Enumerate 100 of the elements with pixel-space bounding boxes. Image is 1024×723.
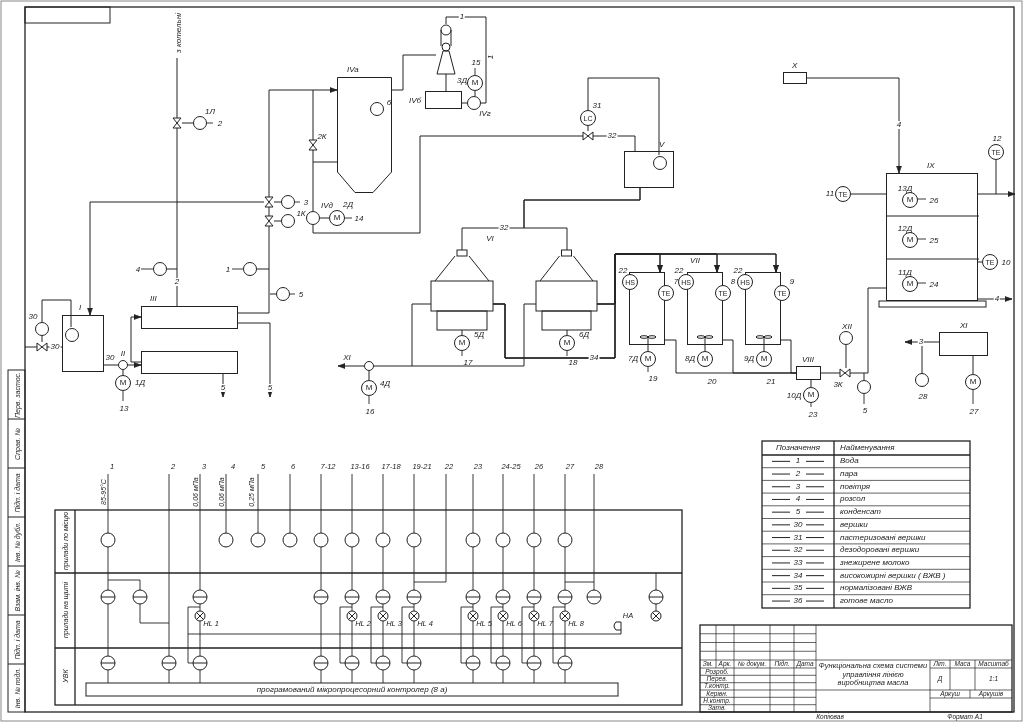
table-cell: Вода	[840, 457, 859, 466]
tag-label: 12	[992, 135, 1002, 143]
table-cell: 34	[792, 571, 804, 580]
table-cell: 5	[794, 508, 802, 517]
pipe-line	[41, 299, 72, 328]
edge-label: 4	[895, 121, 903, 129]
instrument-code: M	[644, 355, 652, 363]
pipe-line	[977, 261, 983, 263]
instrument-code: M	[563, 339, 571, 347]
tag-label: 25	[929, 237, 939, 245]
sensor-circle	[653, 156, 667, 170]
table-cell: 35	[792, 584, 804, 593]
tag-label: 21	[766, 378, 776, 386]
pipe-line	[268, 206, 270, 217]
edge-label: 30	[104, 354, 116, 362]
table-cell: пара	[840, 470, 858, 479]
pipe-line	[256, 268, 270, 270]
pipe-line	[445, 16, 487, 104]
pipe-line	[312, 135, 584, 234]
tag-label: 13Д	[897, 185, 913, 193]
pipe-line	[863, 372, 865, 381]
table-cell: готове масло	[840, 597, 893, 606]
flow-arrow	[904, 339, 940, 345]
tag-label: 10	[1001, 259, 1011, 267]
valve-icon	[264, 197, 274, 207]
source-label: з котельні	[175, 13, 183, 53]
line-label: 1	[487, 54, 495, 60]
edge-label: 30	[49, 343, 61, 351]
table-cell: повітря	[840, 482, 870, 491]
pipe-line	[587, 125, 589, 132]
table-cell: високожирні вершки ( ВЖВ )	[840, 571, 946, 580]
instrument-code: M	[807, 391, 815, 399]
tag-label: 2	[217, 120, 223, 128]
pipe-line	[103, 364, 119, 366]
pipe-line	[461, 102, 468, 104]
pipe-line	[181, 122, 194, 124]
unit-label: V	[659, 141, 665, 149]
unit-label: VII	[690, 257, 700, 265]
unit-label: VI	[486, 235, 494, 243]
tag-label: 3Д	[456, 77, 468, 85]
pipe-line	[41, 335, 43, 343]
controller-label: програмований мікропроцесорний контролер (8 а)	[256, 686, 448, 694]
pipe-line	[373, 303, 432, 367]
tag-label: 19	[648, 375, 658, 383]
pipe-line	[474, 90, 476, 97]
tag-label: 5	[862, 407, 868, 415]
pipe-line	[319, 217, 330, 219]
pipe-line	[269, 293, 277, 295]
pipe-line	[523, 187, 641, 251]
pipe-line	[461, 329, 463, 336]
tag-label: 6	[386, 99, 392, 107]
sensor-circle	[65, 328, 79, 342]
pipe-line	[176, 57, 178, 119]
edge-label: XI	[342, 354, 352, 362]
tag-label: 11	[825, 190, 835, 198]
instrument-code: M	[760, 355, 768, 363]
separator-drawing	[536, 250, 597, 330]
edge-label: 3	[917, 338, 925, 346]
table-cell: Позначення	[776, 444, 820, 452]
pipe-line	[445, 79, 447, 92]
tag-label: 31	[592, 102, 602, 110]
pump-symbol	[364, 361, 374, 371]
edge-label: 34	[588, 354, 600, 362]
table-cell: знежирене молоко	[840, 558, 910, 567]
instrument-code: M	[701, 355, 709, 363]
pipe-line	[704, 344, 706, 352]
pipe-line	[312, 149, 314, 163]
pipe-line	[411, 303, 537, 367]
tag-label: 5	[298, 291, 304, 299]
table-cell: конденсат	[840, 508, 881, 517]
flow-arrow	[268, 87, 338, 198]
tag-label: 2К	[317, 133, 327, 141]
tag-label: 10Д	[786, 392, 802, 400]
instrument-code: M	[906, 196, 914, 204]
unit-label: VIII	[802, 356, 814, 364]
flow-arrow	[127, 362, 142, 368]
tag-label: IVд	[321, 202, 333, 210]
edge-label: 4	[993, 295, 1001, 303]
unit-label: III	[150, 295, 157, 303]
pipe-line	[587, 77, 660, 156]
instrument-code: M	[471, 79, 479, 87]
flow-arrow	[130, 314, 142, 363]
instrument-code: M	[906, 236, 914, 244]
heat-exchanger	[141, 351, 238, 374]
pipe-line	[972, 355, 974, 375]
instrument-code: M	[458, 339, 466, 347]
tag-label: 3	[303, 199, 309, 207]
tag-label: 20	[707, 378, 717, 386]
tag-label: 7	[673, 278, 679, 286]
tag-label: 18	[568, 359, 578, 367]
pipe-line	[391, 54, 437, 91]
table-cell: 32	[792, 546, 804, 555]
pipe-line	[850, 193, 887, 195]
edge-label: 2	[173, 278, 181, 286]
edge-label: 32	[498, 224, 510, 232]
table-cell: Найменування	[840, 444, 895, 452]
table-cell: вершки	[840, 520, 868, 529]
flow-arrow	[977, 191, 1016, 197]
pipe-line	[122, 369, 124, 376]
table-cell: дезодоровані вершки	[840, 546, 920, 555]
